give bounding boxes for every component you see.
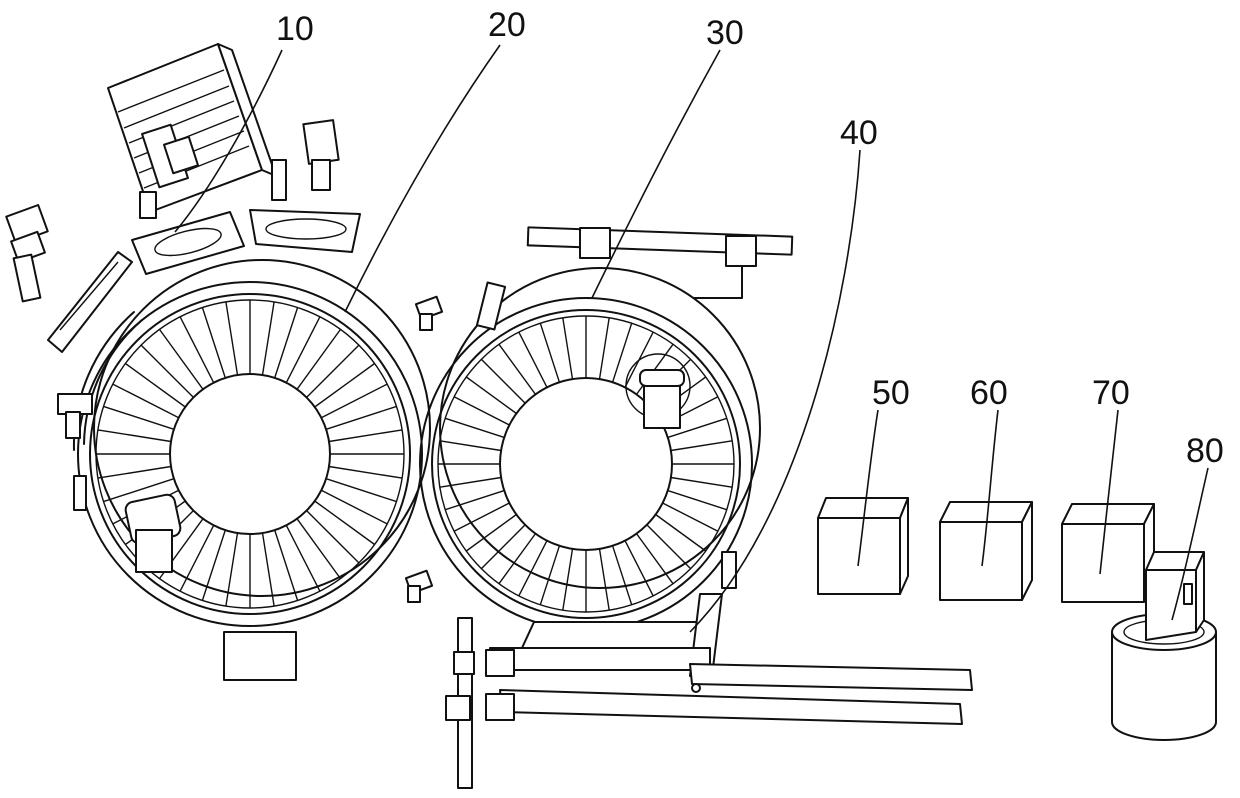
label-20: 20 (488, 6, 526, 44)
label-50: 50 (872, 374, 910, 412)
label-30: 30 (706, 14, 744, 52)
module-50 (818, 498, 908, 594)
camera-icon (303, 120, 338, 190)
drum-30 (420, 227, 792, 630)
unloading-station-40 (446, 594, 972, 788)
label-60: 60 (970, 374, 1008, 412)
drum-20 (58, 260, 442, 680)
module-60 (940, 502, 1032, 600)
label-10: 10 (276, 10, 314, 48)
label-70: 70 (1092, 374, 1130, 412)
module-70 (1062, 504, 1154, 602)
label-40: 40 (840, 114, 878, 152)
camera-icon (6, 205, 48, 301)
label-80: 80 (1186, 432, 1224, 470)
